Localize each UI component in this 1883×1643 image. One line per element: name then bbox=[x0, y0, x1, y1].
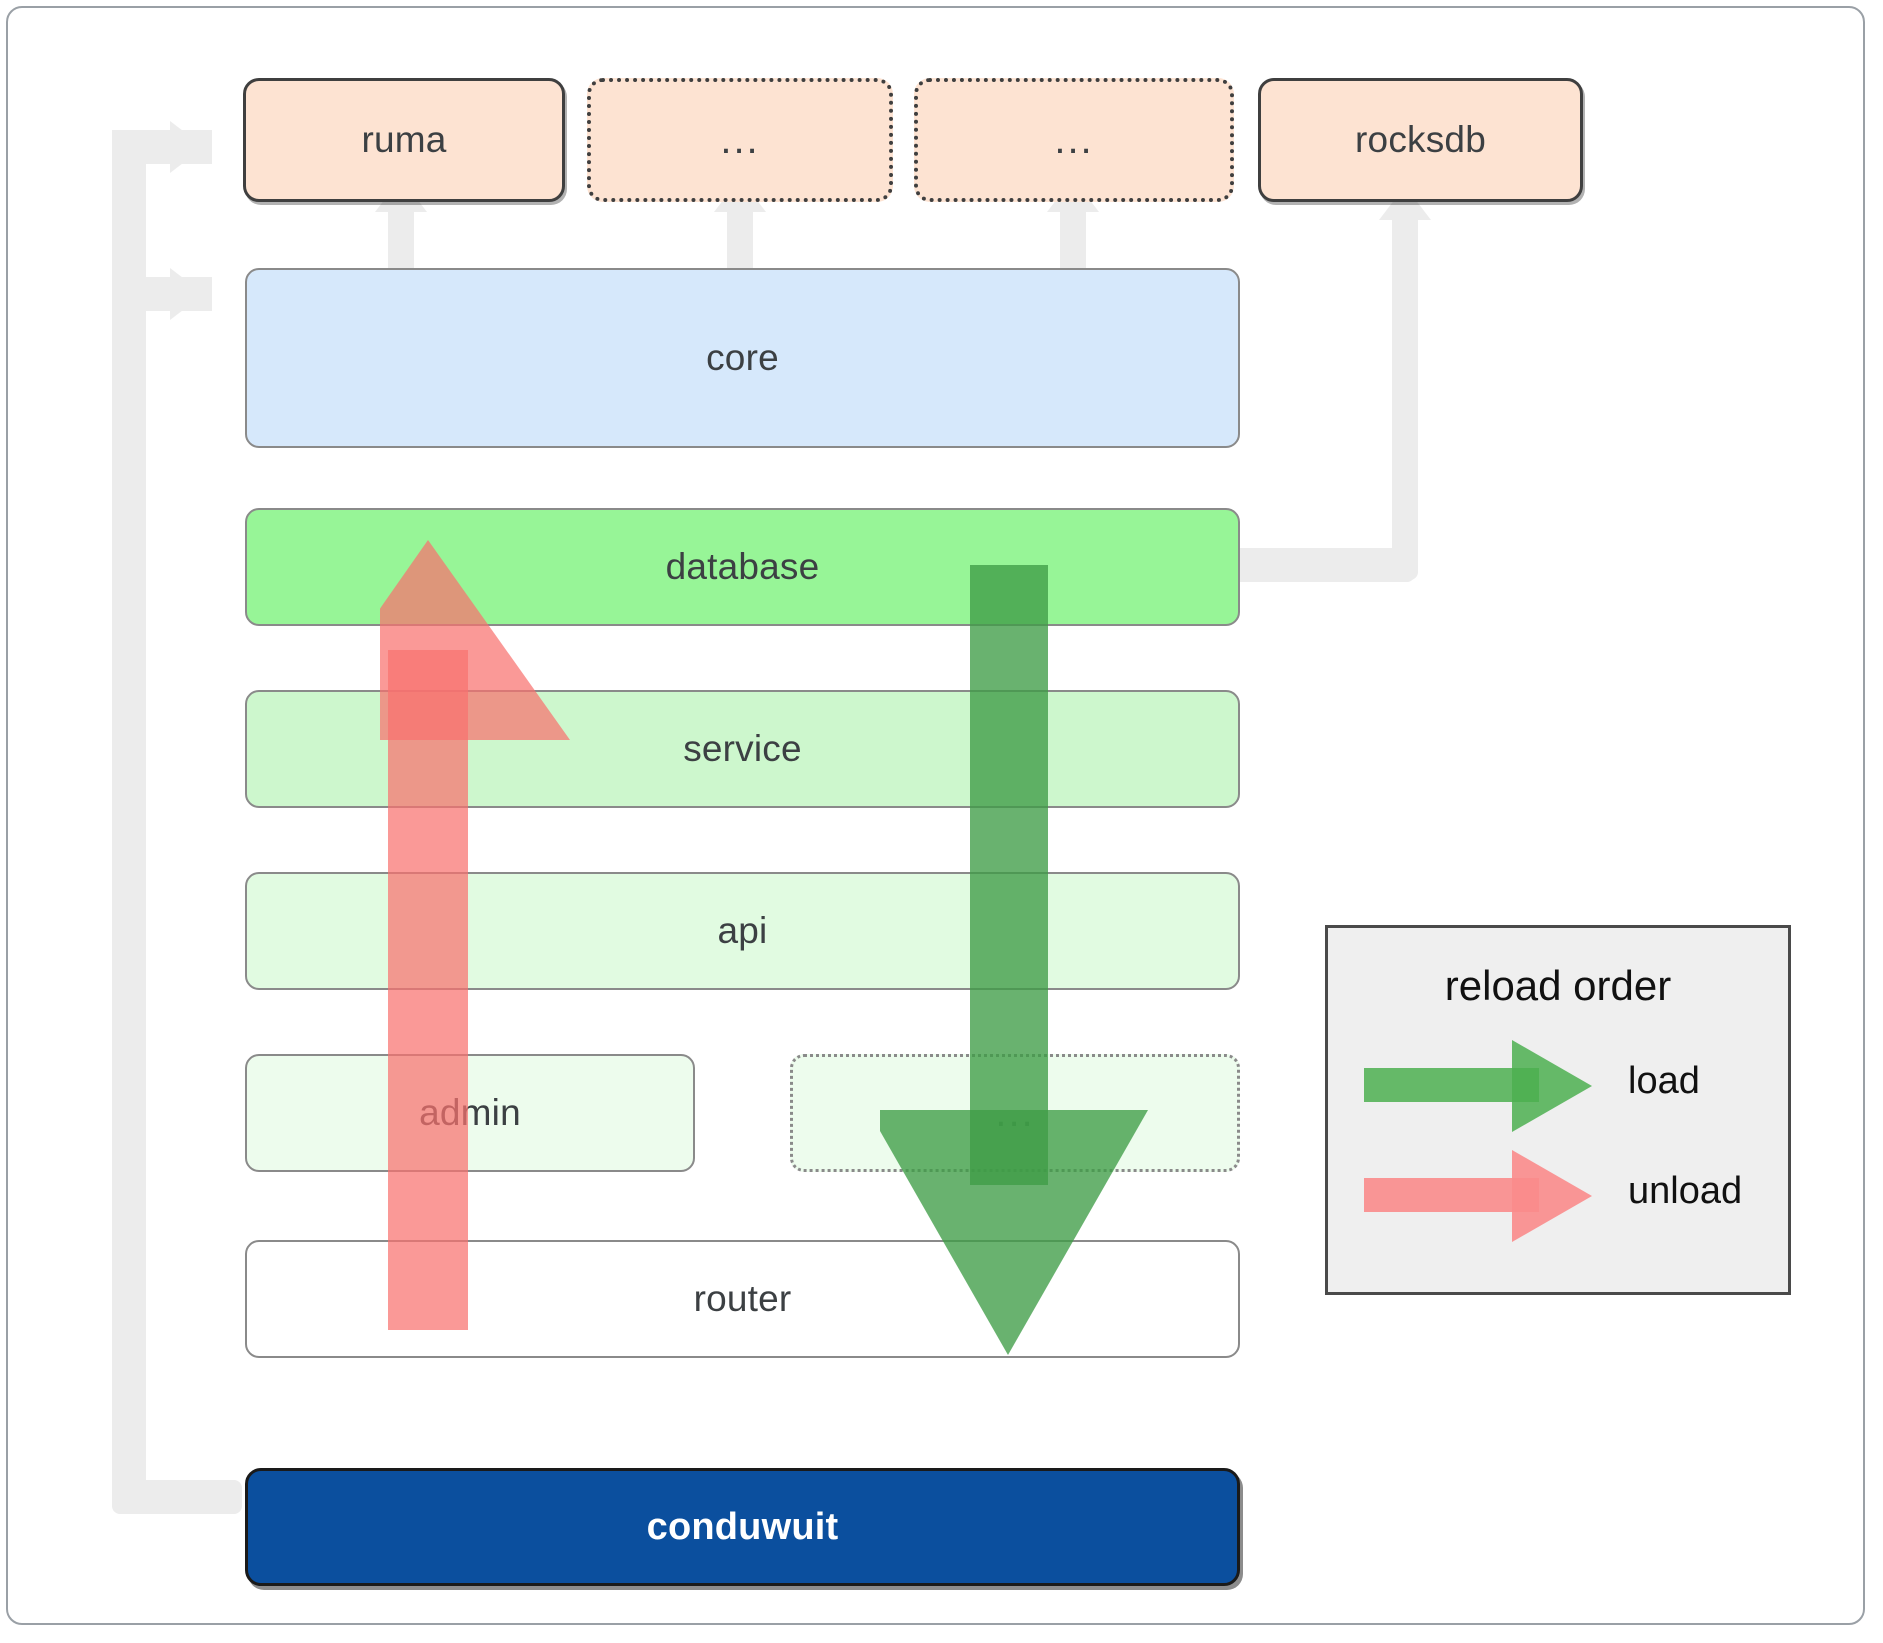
dependency-box-ellipsis-1[interactable]: ... bbox=[587, 78, 893, 202]
layer-label-ellipsis: ... bbox=[995, 1091, 1035, 1135]
dependency-label-ellipsis-2: ... bbox=[1054, 118, 1094, 162]
layer-box-api[interactable]: api bbox=[245, 872, 1240, 990]
layer-box-ellipsis[interactable]: ... bbox=[790, 1054, 1240, 1172]
layer-label-core: core bbox=[706, 337, 779, 378]
legend-title: reload order bbox=[1444, 962, 1672, 1009]
legend-load-arrow-icon bbox=[1364, 1040, 1592, 1132]
layer-box-database[interactable]: database bbox=[245, 508, 1240, 626]
layer-box-admin[interactable]: admin bbox=[245, 1054, 695, 1172]
connector-trunk-vertical bbox=[112, 130, 146, 1510]
dependency-label-ellipsis-1: ... bbox=[720, 118, 760, 162]
legend-label-unload: unload bbox=[1628, 1170, 1743, 1212]
diagram-frame bbox=[6, 6, 1865, 1625]
connector-database-to-rocksdb-horizontal bbox=[1225, 548, 1415, 582]
dependency-box-ruma[interactable]: ruma bbox=[243, 78, 565, 202]
layer-label-api: api bbox=[717, 910, 768, 951]
dependency-box-ellipsis-2[interactable]: ... bbox=[914, 78, 1234, 202]
dependency-label-rocksdb: rocksdb bbox=[1355, 119, 1486, 160]
dependency-box-rocksdb[interactable]: rocksdb bbox=[1258, 78, 1583, 202]
binary-box-conduwuit[interactable]: conduwuit bbox=[245, 1468, 1240, 1586]
connector-arrowhead-core bbox=[170, 268, 204, 320]
layer-box-router[interactable]: router bbox=[245, 1240, 1240, 1358]
layer-label-service: service bbox=[683, 728, 802, 769]
layer-label-admin: admin bbox=[419, 1092, 521, 1133]
layer-label-database: database bbox=[665, 546, 820, 587]
dependency-label-ruma: ruma bbox=[361, 119, 447, 160]
connector-arrowhead-ruma bbox=[170, 121, 204, 173]
legend-panel: reload order load unload bbox=[1325, 925, 1791, 1295]
connector-trunk-to-conduwuit bbox=[112, 1480, 242, 1514]
layer-box-core[interactable]: core bbox=[245, 268, 1240, 448]
connector-database-to-rocksdb-vertical bbox=[1392, 198, 1418, 580]
legend-unload-arrow-icon bbox=[1364, 1150, 1592, 1242]
layer-box-service[interactable]: service bbox=[245, 690, 1240, 808]
layer-label-router: router bbox=[693, 1278, 792, 1319]
binary-label-conduwuit: conduwuit bbox=[646, 1505, 839, 1548]
legend-label-load: load bbox=[1628, 1060, 1700, 1102]
